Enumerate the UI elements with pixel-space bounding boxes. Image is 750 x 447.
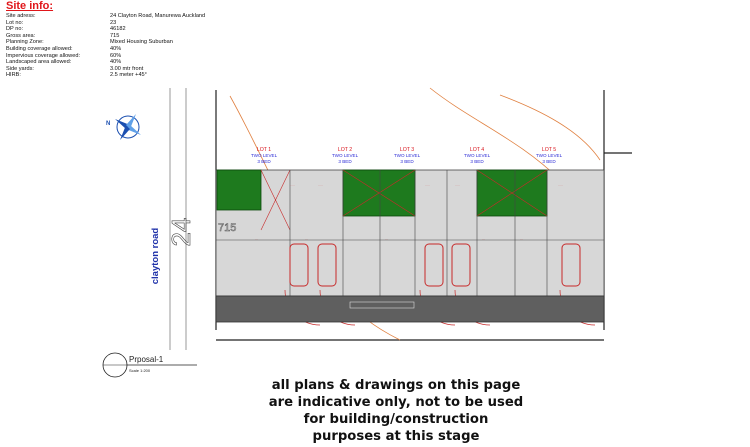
north-arrow-icon: N — [106, 114, 141, 140]
site-info-label: Side yards: — [6, 65, 34, 72]
svg-text:···: ··· — [520, 237, 523, 241]
north-label: N — [106, 121, 110, 127]
site-info-value: 40% — [110, 59, 122, 66]
site-info-label: Landscaped area allowed: — [6, 59, 72, 66]
site-info-row: HIRB: 2.5 meter +45° — [6, 72, 205, 79]
site-info-row: Side yards: 3.00 mtr front — [6, 66, 205, 73]
lot-number-label: 24 — [166, 218, 196, 247]
lot-beds: 3 BED — [470, 159, 484, 164]
site-info-value: 46182 — [110, 26, 126, 33]
street-label: clayton road — [150, 228, 161, 285]
lot-name: LOT 4 — [470, 147, 484, 153]
svg-text:···: ··· — [482, 237, 485, 241]
disclaimer-line: all plans & drawings on this page — [271, 378, 521, 393]
site-info-value: 23 — [110, 19, 117, 26]
disclaimer-line: are indicative only, not to be used — [268, 395, 524, 410]
site-info-row: Gross area: 715 — [6, 33, 205, 40]
area-label: 715 — [218, 222, 236, 234]
lot-beds: 3 BED — [257, 159, 271, 164]
site-info-value: 40% — [110, 45, 122, 52]
disclaimer-notice: all plans & drawings on this page are in… — [236, 377, 556, 445]
lot-levels: TWO LEVEL — [332, 153, 359, 158]
lot-levels: TWO LEVEL — [464, 153, 491, 158]
lot-levels: TWO LEVEL — [394, 153, 421, 158]
site-info-value: 715 — [110, 32, 120, 39]
lot-beds: 3 BED — [400, 159, 414, 164]
lot-levels: TWO LEVEL — [536, 153, 563, 158]
lot-levels: TWO LEVEL — [251, 153, 278, 158]
garden-cross-lines — [260, 169, 548, 231]
site-info-title: Site info: — [6, 0, 54, 12]
site-info-panel: Site info: Site adress: 24 Clayton Road, … — [6, 1, 205, 79]
driveway-marking — [349, 301, 415, 309]
proposal-title: Prposal-1 — [129, 355, 164, 364]
site-info-label: Lot no: — [6, 19, 24, 26]
svg-text:·····: ····· — [425, 183, 430, 187]
site-info-row: Site adress: 24 Clayton Road, Manurewa Au… — [6, 13, 205, 20]
proposal-scale: Scale 1:200 — [129, 368, 151, 373]
site-info-value: Mixed Housing Suburban — [110, 39, 173, 46]
site-info-row: Planning Zone: Mixed Housing Suburban — [6, 39, 205, 46]
disclaimer-line: purposes at this stage — [312, 429, 480, 444]
site-info-value: 3.00 mtr front — [110, 65, 144, 72]
svg-text:···: ··· — [255, 237, 258, 241]
site-info-row: Building coverage allowed: 40% — [6, 46, 205, 53]
site-info-label: Planning Zone: — [6, 39, 44, 46]
site-info-label: DP no: — [6, 26, 23, 33]
site-info-value: 24 Clayton Road, Manurewa Auckland — [110, 13, 206, 19]
site-info-rows: Site adress: 24 Clayton Road, Manurewa Au… — [6, 13, 205, 79]
lot-name: LOT 3 — [400, 147, 414, 153]
lot-name: LOT 5 — [542, 147, 556, 153]
site-info-label: Impervious coverage allowed: — [6, 52, 80, 59]
site-info-label: Site adress: — [6, 13, 36, 19]
site-info-row: Lot no: 23 — [6, 20, 205, 27]
shared-driveway — [215, 295, 605, 323]
lot-beds: 3 BED — [338, 159, 352, 164]
room-labels: ····· ····· ····· ····· ····· ··· ··· ··· ···… — [255, 183, 563, 241]
road-lines — [169, 88, 187, 350]
lot-name: LOT 2 — [338, 147, 352, 153]
proposal-title-block: Prposal-1 Scale 1:200 — [102, 352, 197, 378]
site-info-label: HIRB: — [6, 72, 21, 79]
site-info-label: Building coverage allowed: — [6, 45, 73, 52]
site-info-value: 60% — [110, 52, 122, 59]
site-info-row: Impervious coverage allowed: 60% — [6, 53, 205, 60]
svg-text:···: ··· — [305, 237, 308, 241]
site-info-row: Landscaped area allowed: 40% — [6, 59, 205, 66]
svg-text:···: ··· — [385, 237, 388, 241]
svg-text:·····: ····· — [318, 183, 323, 187]
svg-text:·····: ····· — [558, 183, 563, 187]
svg-text:·····: ····· — [290, 183, 295, 187]
lot-name: LOT 1 — [257, 147, 271, 153]
site-info-row: DP no: 46182 — [6, 26, 205, 33]
disclaimer-line: for building/construction — [303, 412, 489, 427]
lot-beds: 3 BED — [542, 159, 556, 164]
svg-text:·····: ····· — [455, 183, 460, 187]
site-info-label: Gross area: — [6, 32, 36, 39]
site-info-value: 2.5 meter +45° — [110, 72, 147, 79]
car-parks — [289, 243, 581, 287]
